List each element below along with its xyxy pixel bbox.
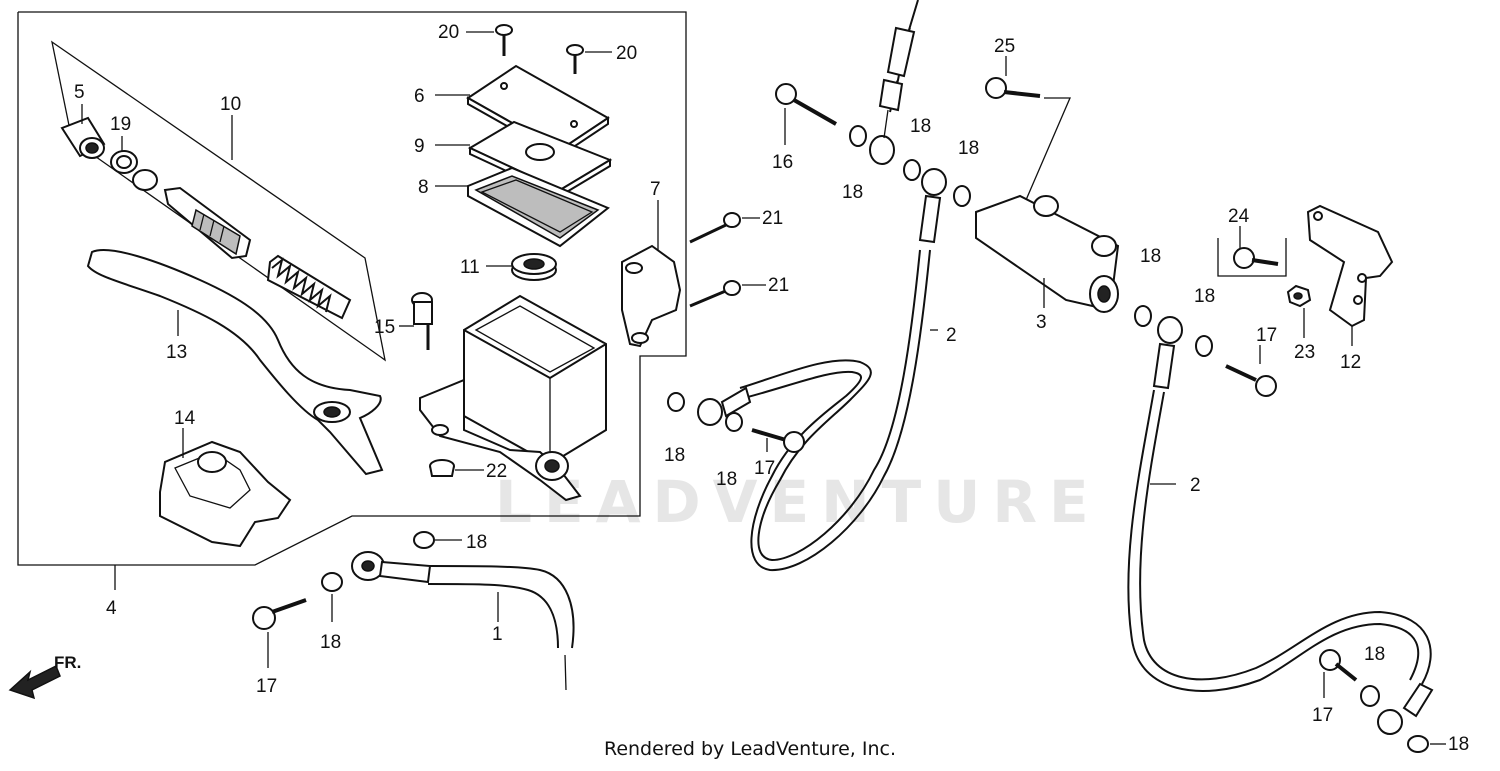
rubber-cap-part xyxy=(429,459,455,477)
diaphragm-plate-part xyxy=(467,120,613,198)
callout: 6 xyxy=(414,86,425,107)
callout: 18 xyxy=(910,116,931,137)
callout: 20 xyxy=(616,43,637,64)
callout: 18 xyxy=(1140,246,1161,267)
banjo-fitting-3 xyxy=(1157,316,1183,344)
lower-brake-hose xyxy=(351,551,575,691)
boot-part xyxy=(60,116,106,159)
lever-cover-part xyxy=(159,440,292,548)
callout: 18 xyxy=(1448,734,1469,755)
callout: 11 xyxy=(460,257,480,278)
callout: 22 xyxy=(486,461,507,482)
callout: 17 xyxy=(754,458,775,479)
diaphragm-part xyxy=(467,166,610,248)
callout: 16 xyxy=(772,152,793,173)
callout: 17 xyxy=(1312,705,1333,726)
brake-lever-part xyxy=(86,249,384,476)
direction-label: FR. xyxy=(54,653,81,672)
three-way-joint-part xyxy=(975,194,1120,313)
callout: 19 xyxy=(110,114,131,135)
callout: 2 xyxy=(946,325,957,346)
assembly-4-outline xyxy=(17,11,687,566)
callout: 14 xyxy=(174,408,196,429)
callout: 21 xyxy=(762,208,783,229)
banjo-bolt-17c-part xyxy=(1225,364,1277,397)
callout: 18 xyxy=(716,469,737,490)
circlip-part xyxy=(110,150,138,174)
callout: 25 xyxy=(994,36,1015,57)
callout: 10 xyxy=(220,94,241,115)
callout: 7 xyxy=(650,179,661,200)
callout: 15 xyxy=(374,317,395,338)
front-direction-arrow-icon xyxy=(8,664,61,700)
piston-part xyxy=(163,186,252,260)
nut-23-part xyxy=(1286,284,1312,308)
callout: 9 xyxy=(414,136,425,157)
callout: 24 xyxy=(1228,206,1250,227)
callout: 5 xyxy=(74,82,85,103)
middle-brake-hose xyxy=(739,249,921,562)
callout: 17 xyxy=(1256,325,1277,346)
banjo-bolt-17-part xyxy=(751,428,805,453)
callout: 18 xyxy=(1364,644,1385,665)
piston-kit-outline xyxy=(51,40,386,362)
banjo-fitting xyxy=(869,135,895,165)
callout: 17 xyxy=(256,676,277,697)
callout: 12 xyxy=(1340,352,1361,373)
callout: 18 xyxy=(320,632,341,653)
oil-seal-part xyxy=(511,253,557,281)
callout: 21 xyxy=(768,275,789,296)
watermark: LEADVENTURE xyxy=(495,468,1101,536)
callout: 18 xyxy=(842,182,863,203)
callout-labels: 20 20 6 9 8 7 11 15 22 5 19 10 13 14 4 2… xyxy=(74,22,1469,755)
sealing-washer-part xyxy=(321,125,1429,753)
holder-bolt-part xyxy=(689,212,741,308)
banjo-bolt-17a-part xyxy=(252,598,307,630)
bracket-12-part xyxy=(1306,204,1394,328)
washer-part xyxy=(132,169,158,191)
callout: 23 xyxy=(1294,342,1315,363)
callout: 18 xyxy=(466,532,487,553)
holder-part xyxy=(621,244,682,348)
callout: 8 xyxy=(418,177,429,198)
callout: 2 xyxy=(1190,475,1201,496)
bolt-24-part xyxy=(1233,247,1279,269)
banjo-bolt-16-part xyxy=(775,83,837,126)
bolt-24-box xyxy=(1217,238,1287,277)
callout: 18 xyxy=(664,445,685,466)
master-cylinder-part xyxy=(419,294,607,502)
callout: 4 xyxy=(106,598,117,619)
pivot-bolt-part xyxy=(411,292,433,350)
spring-part xyxy=(266,254,352,320)
screw-part xyxy=(495,24,584,74)
banjo-fitting-2 xyxy=(921,168,947,196)
callout: 13 xyxy=(166,342,187,363)
banjo-bolt-17d-part xyxy=(1319,649,1358,682)
right-brake-hose xyxy=(1127,389,1420,692)
callout: 1 xyxy=(492,624,503,645)
callout: 20 xyxy=(438,22,459,43)
hose-fitting-upper xyxy=(886,26,916,78)
callout: 18 xyxy=(958,138,979,159)
footer-credit: Rendered by LeadVenture, Inc. xyxy=(603,738,897,760)
callout: 3 xyxy=(1036,312,1047,333)
callout: 18 xyxy=(1194,286,1215,307)
leader-25b xyxy=(1025,97,1071,201)
bolt-25-part xyxy=(985,77,1041,99)
